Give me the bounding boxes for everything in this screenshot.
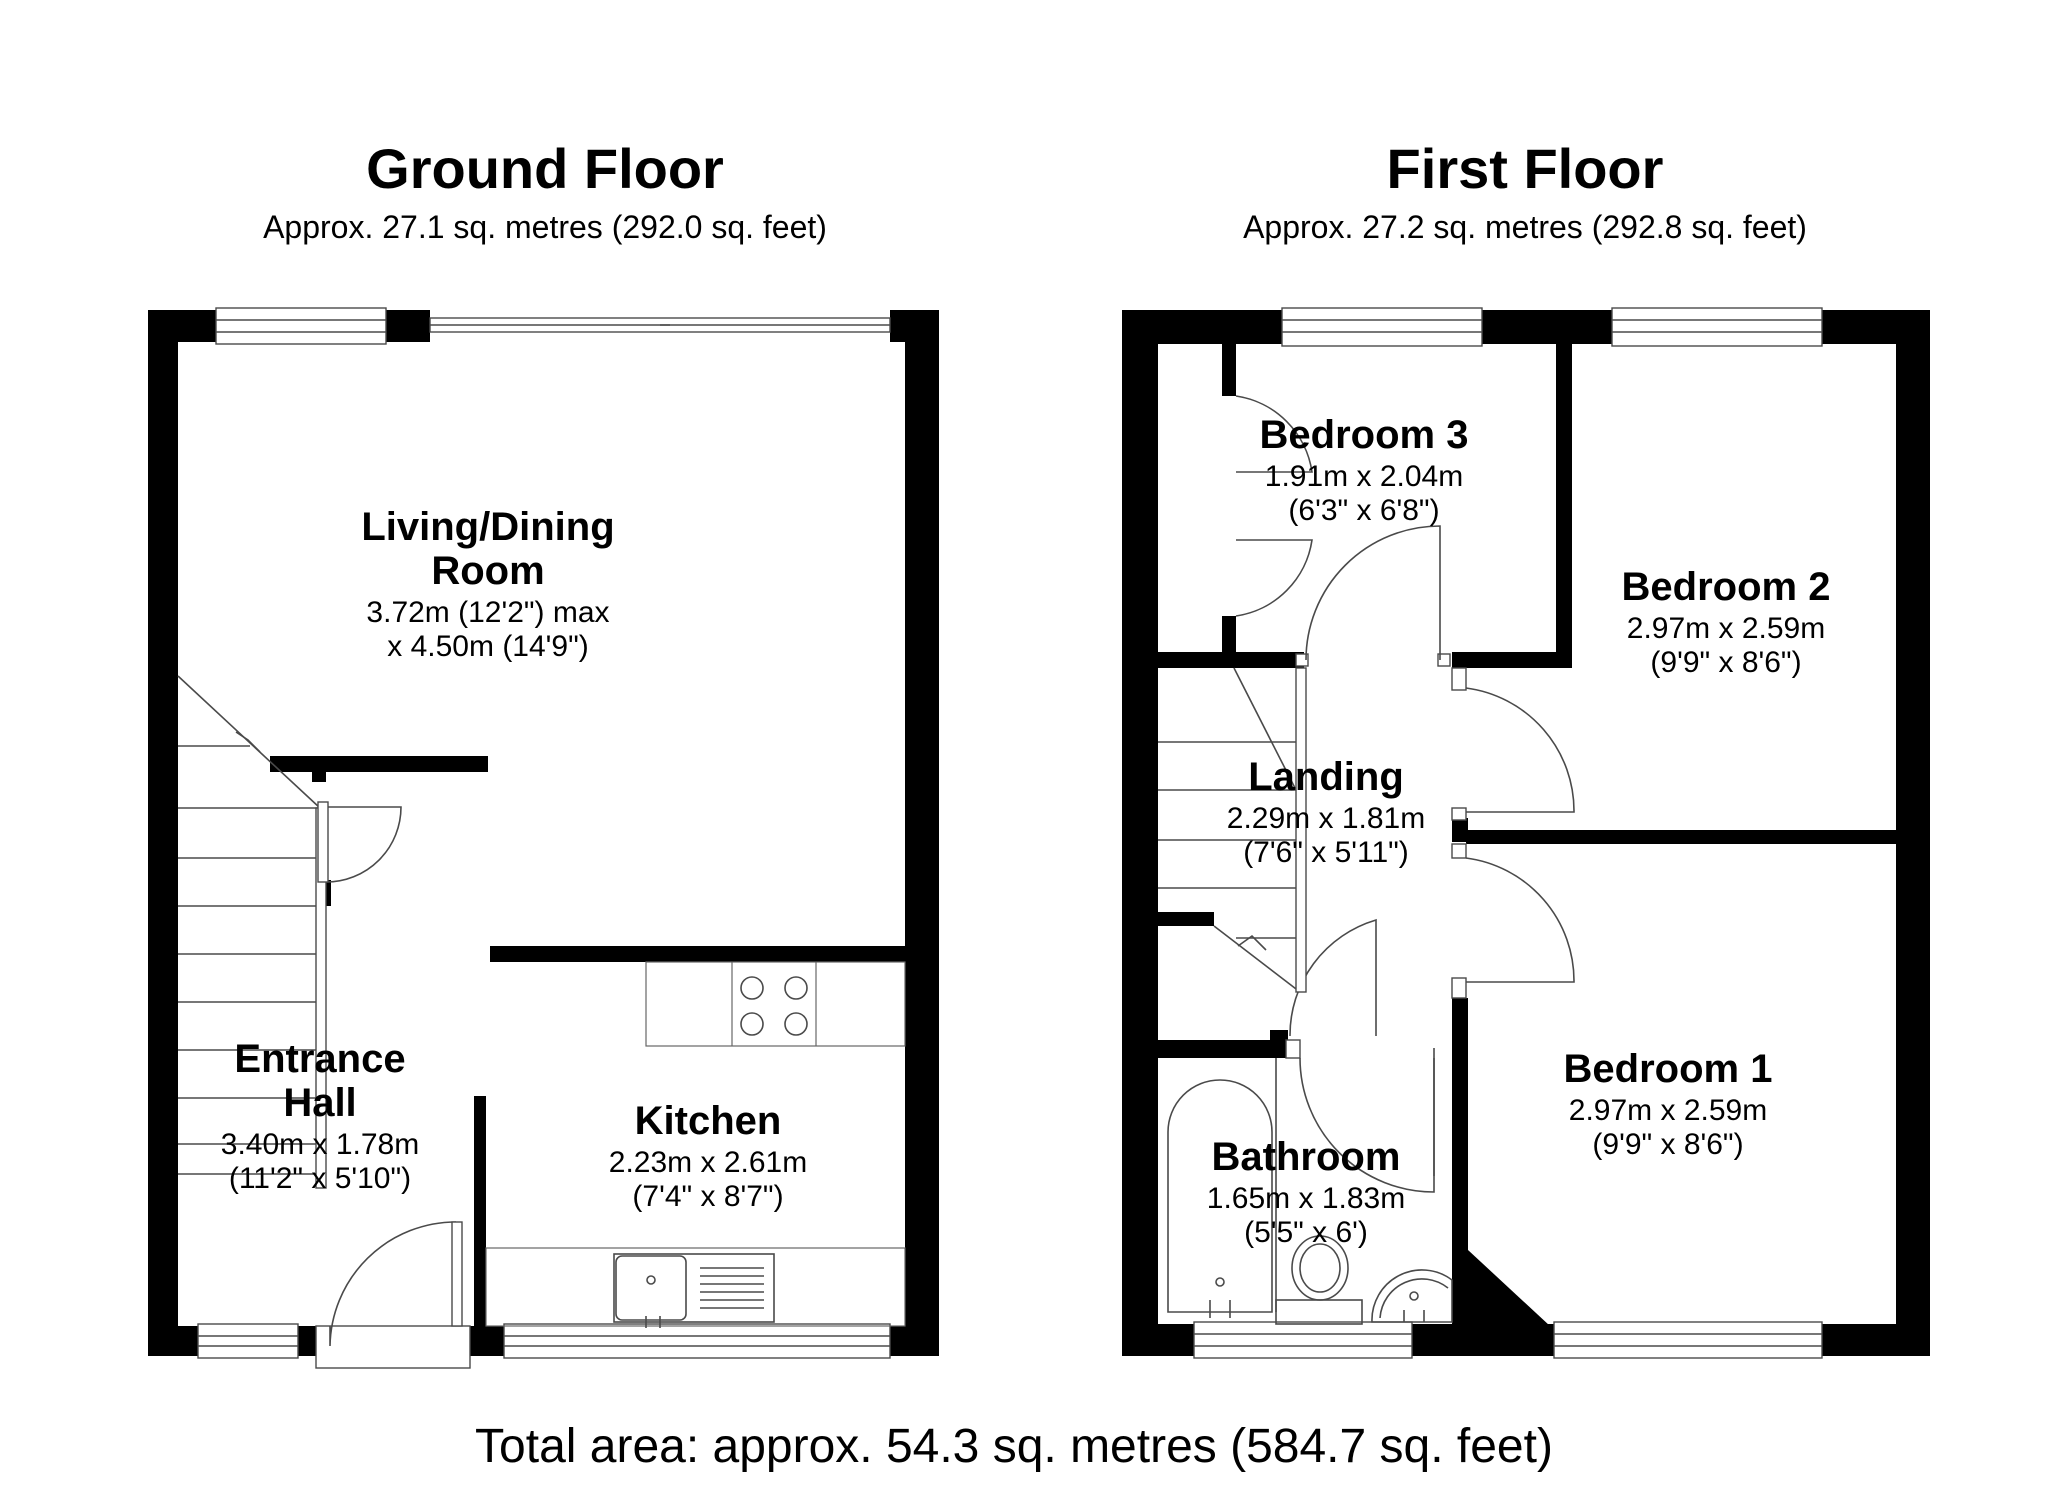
staircase — [1158, 667, 1307, 993]
kitchen-dimensions: (7'4" x 8'7") — [632, 1180, 783, 1213]
bedroom2-door-swing — [1465, 687, 1575, 813]
bathroom-fittings — [1167, 1058, 1453, 1325]
bedroom2-name: Bedroom 2 — [1622, 565, 1831, 609]
ground-floor-area: Approx. 27.1 sq. metres (292.0 sq. feet) — [263, 209, 827, 245]
ground-floor-title: Ground Floor — [366, 137, 724, 200]
wall — [474, 1096, 486, 1352]
bedroom1-dimensions: 2.97m x 2.59m — [1569, 1094, 1767, 1127]
bedroom3-door-swing — [1305, 525, 1441, 661]
internal-door-swing — [325, 806, 402, 883]
bedroom1-door-swing — [1465, 857, 1575, 983]
wall — [1122, 1324, 1194, 1356]
wall — [890, 1326, 939, 1356]
landing-name: Landing — [1248, 755, 1404, 799]
wall — [148, 1326, 198, 1356]
toilet-cistern — [1275, 1299, 1363, 1325]
wall — [1466, 830, 1896, 844]
landing-dimensions: (7'6" x 5'11") — [1243, 836, 1409, 869]
window — [1553, 1321, 1823, 1359]
window — [1193, 1321, 1413, 1359]
wardrobe-door-swing — [1235, 539, 1313, 617]
wall — [324, 880, 331, 906]
bath-icon — [1167, 1079, 1273, 1313]
first-floor-area: Approx. 27.2 sq. metres (292.8 sq. feet) — [1243, 209, 1807, 245]
hob-ring-icon — [784, 1012, 808, 1036]
bedroom2-dimensions: (9'9" x 8'6") — [1650, 646, 1801, 679]
entrance-hall-dimensions: 3.40m x 1.78m — [221, 1128, 419, 1161]
living-room-dimensions: x 4.50m (14'9") — [387, 630, 588, 663]
wardrobe-door-swing — [1235, 395, 1313, 473]
entrance-hall-dimensions: (11'2" x 5'10") — [229, 1162, 411, 1195]
wall — [1896, 310, 1930, 1356]
wall — [1556, 340, 1572, 668]
bathroom-dimensions: 1.65m x 1.83m — [1207, 1182, 1405, 1215]
wall — [1158, 1040, 1282, 1058]
window — [215, 307, 387, 345]
wall — [1822, 1324, 1930, 1356]
wall — [1452, 998, 1468, 1324]
entrance-hall-name: Entrance — [234, 1037, 405, 1081]
sink-icon — [615, 1255, 687, 1321]
wall — [1158, 652, 1304, 668]
hob-ring-icon — [740, 1012, 764, 1036]
ground-floor-plan: Ground Floor Approx. 27.1 sq. metres (29… — [148, 137, 939, 1369]
wall — [1270, 1030, 1288, 1058]
bedroom2-dimensions: 2.97m x 2.59m — [1627, 612, 1825, 645]
wall — [298, 1326, 316, 1356]
wall — [1122, 310, 1158, 1356]
bedroom3-name: Bedroom 3 — [1260, 413, 1469, 457]
hob-ring-icon — [740, 976, 764, 1000]
wall — [270, 756, 488, 772]
window — [1611, 307, 1823, 347]
bathroom-door-swing — [1299, 1057, 1435, 1193]
bathroom-dimensions: (5'5" x 6') — [1244, 1216, 1368, 1249]
wall — [905, 310, 939, 1356]
wall — [148, 310, 178, 1356]
living-room-name: Room — [431, 549, 544, 593]
landing-dimensions: 2.29m x 1.81m — [1227, 802, 1425, 835]
kitchen-name: Kitchen — [635, 1099, 782, 1143]
basin-icon — [1371, 1269, 1453, 1323]
wall — [1452, 818, 1468, 842]
wall — [490, 946, 905, 962]
total-area: Total area: approx. 54.3 sq. metres (584… — [475, 1420, 1553, 1473]
window — [1281, 307, 1483, 347]
window — [197, 1323, 299, 1359]
bedroom1-name: Bedroom 1 — [1564, 1047, 1773, 1091]
wall — [1482, 310, 1612, 344]
kitchen-units — [485, 961, 906, 1328]
wall — [1222, 344, 1236, 396]
toilet-icon — [1291, 1235, 1349, 1301]
wall — [1452, 652, 1572, 668]
wall — [1122, 310, 1282, 344]
window — [503, 1323, 891, 1359]
wall — [890, 310, 939, 342]
living-room-dimensions: 3.72m (12'2") max — [366, 596, 609, 629]
wall — [1222, 616, 1236, 652]
first-floor-title: First Floor — [1387, 137, 1664, 200]
bathroom-name: Bathroom — [1212, 1135, 1401, 1179]
wall — [1468, 1250, 1550, 1326]
front-door-swing — [329, 1221, 457, 1347]
bedroom1-dimensions: (9'9" x 8'6") — [1592, 1128, 1743, 1161]
living-room-name: Living/Dining — [361, 505, 614, 549]
bedroom3-dimensions: 1.91m x 2.04m — [1265, 460, 1463, 493]
wall — [1412, 1324, 1554, 1356]
wall — [1158, 912, 1214, 926]
landing-door-swing — [1289, 918, 1377, 1037]
hob-ring-icon — [784, 976, 808, 1000]
bedroom3-dimensions: (6'3" x 6'8") — [1288, 494, 1439, 527]
entrance-hall-name: Hall — [283, 1081, 356, 1125]
wall — [1822, 310, 1930, 344]
wall — [312, 768, 326, 782]
wall — [386, 310, 430, 342]
wall — [148, 310, 216, 342]
front-door-frame — [315, 1325, 471, 1369]
first-floor-plan: First Floor Approx. 27.2 sq. metres (292… — [1122, 137, 1930, 1359]
kitchen-dimensions: 2.23m x 2.61m — [609, 1146, 807, 1179]
